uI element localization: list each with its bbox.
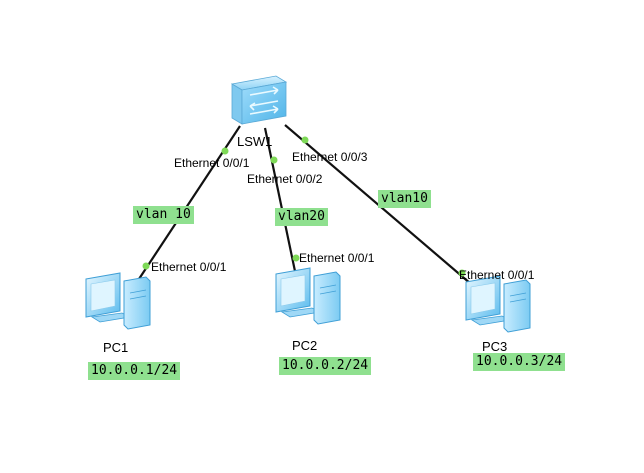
pc-icon[interactable] [85,272,151,330]
port-dot-sw-2[interactable] [270,156,278,164]
ip-address-tag: 10.0.0.2/24 [279,357,372,375]
port-dot-pc3[interactable] [458,269,466,277]
switch-name: LSW1 [237,134,273,149]
ip-address-tag: 10.0.0.1/24 [88,362,181,380]
switch-icon[interactable] [230,75,288,125]
pc-icon[interactable] [465,275,531,333]
port-dot-pc2[interactable] [292,254,300,262]
pc-name: PC3 [482,339,508,354]
vlan-tag: vlan10 [378,190,431,208]
pc-icon[interactable] [275,267,341,325]
ip-address-tag: 10.0.0.3/24 [473,353,566,371]
pc-name: PC2 [292,338,318,353]
vlan-tag: vlan 10 [133,206,194,224]
switch-port-label: Ethernet 0/0/3 [292,150,368,164]
pc-name: PC1 [103,340,129,355]
pc-port-label: Ethernet 0/0/1 [459,268,535,282]
vlan-tag: vlan20 [275,208,328,226]
port-dot-pc1[interactable] [142,262,150,270]
port-dot-sw-1[interactable] [221,147,229,155]
pc-port-label: Ethernet 0/0/1 [151,260,227,274]
port-dot-sw-3[interactable] [301,136,309,144]
switch-port-label: Ethernet 0/0/2 [247,172,323,186]
switch-port-label: Ethernet 0/0/1 [174,156,250,170]
link-pc2 [263,127,298,277]
pc-port-label: Ethernet 0/0/1 [299,251,375,265]
